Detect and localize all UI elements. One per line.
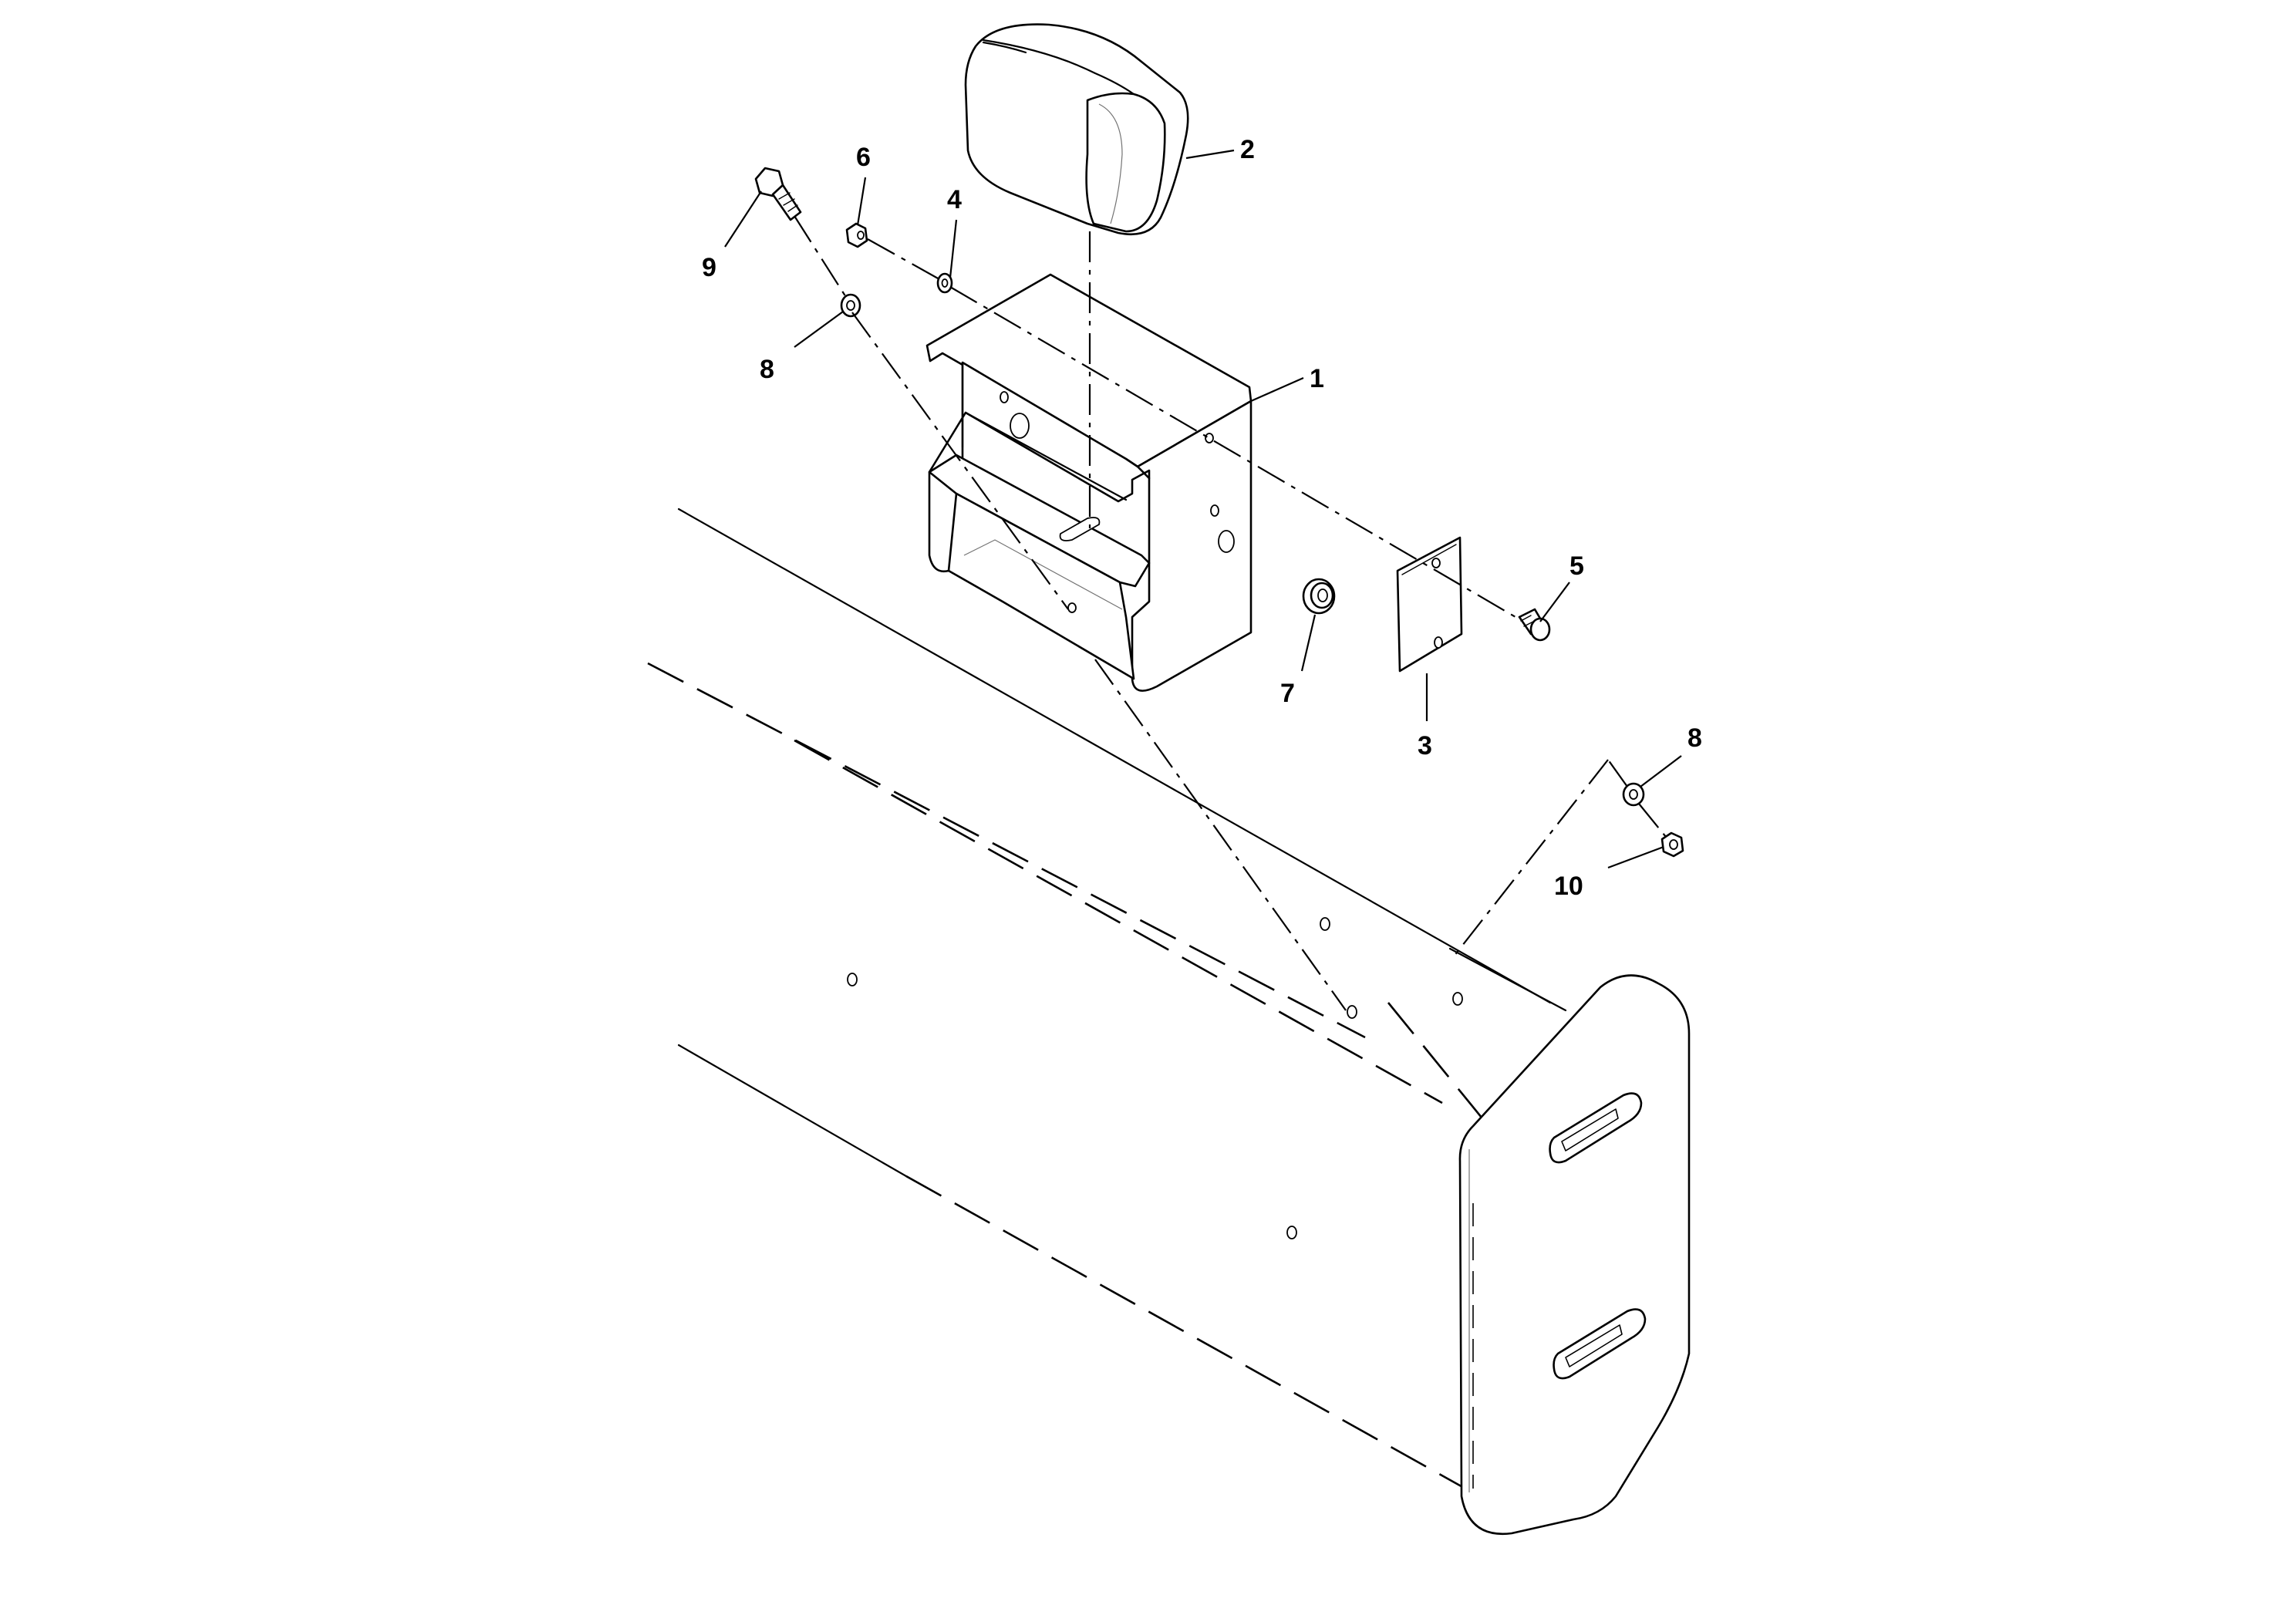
- reflector-plate: [1396, 536, 1463, 673]
- callout-9: 9: [702, 253, 716, 282]
- lamp: [964, 23, 1189, 236]
- callout-3: 3: [1418, 731, 1432, 760]
- nut-lower: [1660, 831, 1684, 858]
- washer-lower: [1622, 782, 1645, 807]
- mounting-bracket: [925, 273, 1253, 692]
- callout-5: 5: [1569, 551, 1584, 581]
- washer-upper: [840, 293, 861, 318]
- callout-10: 10: [1554, 872, 1583, 901]
- screw: [1518, 608, 1551, 642]
- leader-lines: [724, 149, 1682, 869]
- callout-2: 2: [1240, 135, 1255, 164]
- bolt: [754, 167, 802, 221]
- beam-end-plate: [1458, 974, 1691, 1536]
- beam: [647, 508, 1567, 1490]
- callout-7: 7: [1280, 679, 1295, 708]
- nut-top: [845, 222, 868, 248]
- callout-8-upper: 8: [760, 355, 774, 384]
- callout-labels: 1 2 3 4 5 6 7 8 8 9 10: [702, 135, 1702, 901]
- callout-1: 1: [1310, 364, 1324, 393]
- callout-8-lower: 8: [1687, 723, 1702, 753]
- washer-top: [936, 272, 953, 294]
- grommet: [1302, 578, 1336, 615]
- callout-4: 4: [947, 185, 962, 214]
- callout-6: 6: [856, 143, 871, 172]
- assembly-lines: [794, 215, 1667, 1011]
